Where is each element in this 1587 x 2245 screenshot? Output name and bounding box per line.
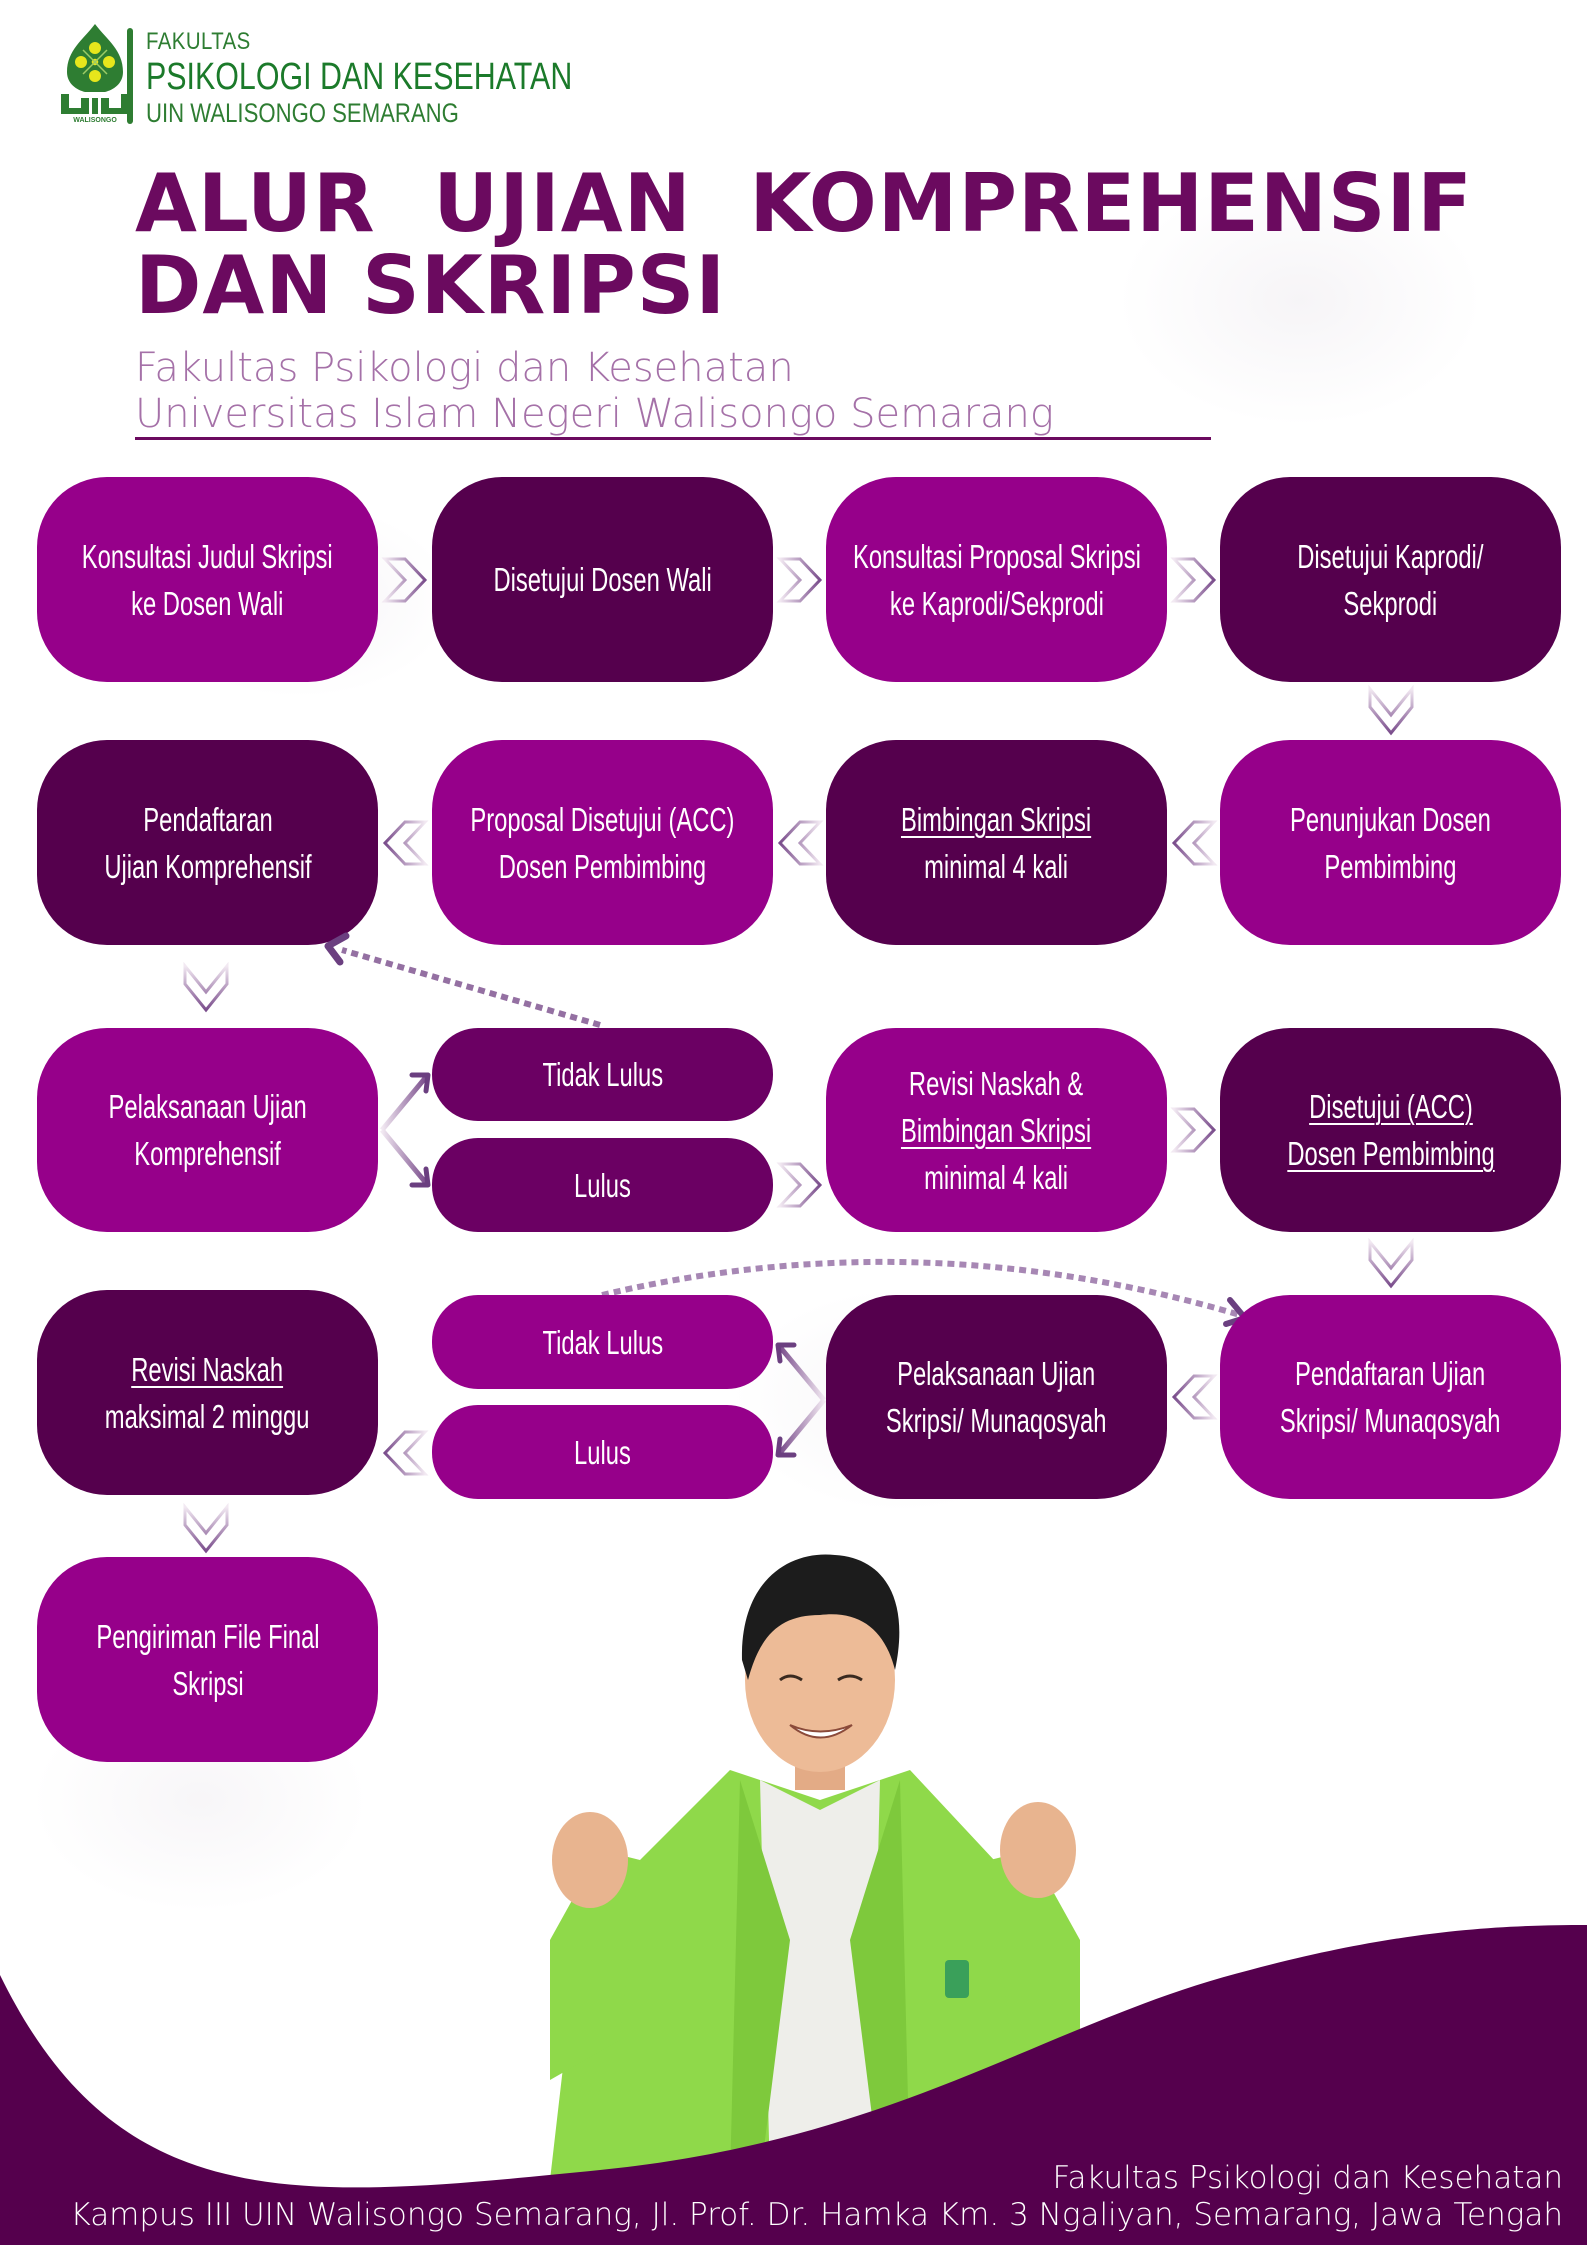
outcome-label: Tidak Lulus — [542, 1323, 663, 1361]
outcome-label: Lulus — [574, 1166, 631, 1204]
step-label: ke Dosen Wali — [131, 584, 284, 622]
branch-arrows — [380, 1072, 431, 1188]
chevron-left-icon — [382, 820, 429, 866]
title-line-2: DAN SKRIPSI — [135, 239, 727, 332]
step-label: Bimbingan Skripsi — [901, 1111, 1092, 1149]
step-label: Konsultasi Proposal Skripsi — [852, 537, 1141, 575]
logo-line-faculty-name: PSIKOLOGI DAN KESEHATAN — [146, 56, 573, 98]
step-label: Penunjukan Dosen — [1290, 800, 1491, 838]
outcome-lulus-komprehensif: Lulus — [432, 1138, 773, 1232]
step-label: Pendaftaran — [142, 800, 273, 838]
outcome-label: Lulus — [574, 1433, 631, 1471]
step-disetujui-dosen-wali: Disetujui Dosen Wali — [432, 477, 773, 682]
step-disetujui-acc: Disetujui (ACC) Dosen Pembimbing — [1220, 1028, 1561, 1232]
step-label: Disetujui (ACC) — [1308, 1088, 1473, 1125]
outcome-tidak-lulus-komprehensif: Tidak Lulus — [432, 1028, 773, 1121]
footer-address: Kampus III UIN Walisongo Semarang, Jl. P… — [70, 2197, 1563, 2233]
dotted-return-arrow — [324, 932, 601, 1028]
logo-divider — [127, 28, 133, 124]
chevron-down-icon — [1368, 685, 1414, 736]
step-revisi-bimbingan: Revisi Naskah & Bimbingan Skripsi minimal … — [826, 1028, 1167, 1232]
chevron-right-icon — [381, 557, 428, 603]
step-label: Sekprodi — [1343, 584, 1438, 622]
step-label: Ujian Komprehensif — [103, 847, 312, 885]
step-proposal-acc: Proposal Disetujui (ACC) Dosen Pembimbing — [432, 740, 773, 945]
chevron-right-icon — [776, 557, 823, 603]
step-revisi-naskah: Revisi Naskah maksimal 2 minggu — [37, 1290, 378, 1495]
step-label: maksimal 2 minggu — [105, 1397, 310, 1435]
outcome-label: Tidak Lulus — [542, 1056, 663, 1093]
chevron-left-icon — [1171, 1374, 1218, 1420]
step-label: Pembimbing — [1324, 847, 1457, 885]
step-label: Pelaksanaan Ujian — [897, 1355, 1096, 1392]
step-label: Disetujui Dosen Wali — [493, 561, 712, 598]
step-label: Pelaksanaan Ujian — [108, 1088, 307, 1125]
step-label: Dosen Pembimbing — [1286, 1135, 1495, 1172]
step-label: Revisi Naskah — [131, 1350, 284, 1388]
step-label: Pengiriman File Final — [95, 1617, 320, 1655]
footer-wave — [0, 1925, 1587, 2245]
step-disetujui-kaprodi: Disetujui Kaprodi/Sekprodi — [1220, 477, 1561, 682]
page-subtitle: Fakultas Psikologi dan Kesehatan Univers… — [135, 345, 1054, 437]
outcome-tidak-lulus-skripsi: Tidak Lulus — [432, 1295, 773, 1389]
logo-line-fakultas: FAKULTAS — [146, 28, 251, 55]
chevron-left-icon — [1171, 820, 1218, 866]
svg-text:WALISONGO: WALISONGO — [73, 117, 117, 124]
step-label: Revisi Naskah & — [909, 1064, 1084, 1102]
chevron-right-icon — [1170, 557, 1217, 603]
chevron-down-icon — [1368, 1238, 1414, 1289]
step-label: Proposal Disetujui (ACC) — [470, 800, 735, 838]
step-label: minimal 4 kali — [924, 847, 1069, 885]
footer-faculty: Fakultas Psikologi dan Kesehatan — [1052, 2160, 1563, 2196]
step-label: Disetujui Kaprodi/ — [1297, 537, 1484, 575]
chevron-right-icon — [776, 1162, 823, 1208]
subtitle-line-2: Universitas Islam Negeri Walisongo Semar… — [135, 391, 1054, 437]
chevron-left-icon — [382, 1430, 429, 1476]
page-title: ALUR UJIAN KOMPREHENSIF DAN SKRIPSI — [135, 163, 1473, 327]
title-line-1: ALUR UJIAN KOMPREHENSIF — [135, 157, 1473, 250]
step-label: Skripsi — [171, 1664, 244, 1702]
branch-arrows — [775, 1342, 826, 1458]
step-konsultasi-proposal: Konsultasi Proposal Skripsi ke Kaprodi/Se… — [826, 477, 1167, 682]
outcome-lulus-skripsi: Lulus — [432, 1405, 773, 1499]
step-label: Skripsi/ Munaqosyah — [1280, 1402, 1501, 1439]
chevron-left-icon — [777, 820, 824, 866]
step-label: Dosen Pembimbing — [498, 847, 707, 885]
step-konsultasi-judul: Konsultasi Judul Skripsi ke Dosen Wali — [37, 477, 378, 682]
step-label: Komprehensif — [134, 1135, 281, 1172]
subtitle-underline — [135, 437, 1211, 440]
step-label: ke Kaprodi/Sekprodi — [889, 584, 1104, 622]
chevron-down-icon — [183, 962, 229, 1013]
faculty-logo-text: FAKULTAS PSIKOLOGI DAN KESEHATAN UIN WAL… — [146, 30, 679, 127]
step-label: Konsultasi Judul Skripsi — [82, 537, 333, 575]
step-label: Skripsi/ Munaqosyah — [886, 1402, 1107, 1439]
step-bimbingan-skripsi: Bimbingan Skripsi minimal 4 kali — [826, 740, 1167, 945]
student-photo — [550, 1554, 1080, 2180]
step-label: Pendaftaran Ujian — [1295, 1355, 1486, 1392]
chevron-right-icon — [1170, 1107, 1217, 1153]
chevron-down-icon — [183, 1503, 229, 1554]
uin-walisongo-logo-icon: WALISONGO — [61, 24, 129, 124]
subtitle-line-1: Fakultas Psikologi dan Kesehatan — [135, 345, 794, 391]
logo-line-university: UIN WALISONGO SEMARANG — [146, 98, 459, 128]
step-label: Bimbingan Skripsi — [901, 800, 1092, 838]
step-label: minimal 4 kali — [924, 1158, 1069, 1196]
